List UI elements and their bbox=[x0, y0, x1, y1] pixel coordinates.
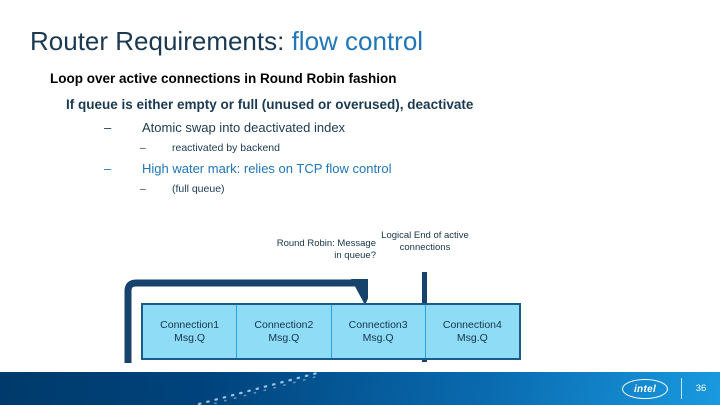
page-title-accent: flow control bbox=[291, 26, 424, 56]
bullet-item-high-water-mark: – High water mark: relies on TCP flow co… bbox=[44, 161, 684, 177]
bullet-item-label: High water mark: relies on TCP flow cont… bbox=[142, 161, 392, 176]
bullet-level1: Loop over active connections in Round Ro… bbox=[50, 71, 397, 86]
slide-footer: intel 36 bbox=[0, 372, 720, 405]
dash-marker-icon: – bbox=[104, 120, 112, 135]
connection-queue: Msg.Q bbox=[456, 331, 488, 344]
bullet-item-full-queue: – (full queue) bbox=[44, 182, 684, 196]
bullet-item-atomic-swap: – Atomic swap into deactivated index bbox=[44, 120, 684, 136]
connection-name: Connection2 bbox=[254, 318, 314, 331]
bullet-item-label: (full queue) bbox=[172, 183, 225, 195]
footer-dot-pattern-icon bbox=[197, 372, 323, 405]
connection-name: Connection4 bbox=[442, 318, 502, 331]
page-title-main: Router Requirements bbox=[30, 26, 278, 56]
dash-marker-icon: – bbox=[140, 183, 146, 195]
dash-marker-icon: – bbox=[140, 142, 146, 154]
connection-box-1[interactable]: Connection1 Msg.Q bbox=[143, 305, 238, 358]
connection-queue: Msg.Q bbox=[362, 331, 394, 344]
connection-box-2[interactable]: Connection2 Msg.Q bbox=[237, 305, 332, 358]
round-robin-arrow-icon bbox=[122, 279, 368, 363]
connection-queue: Msg.Q bbox=[268, 331, 300, 344]
bullet-item-label: Atomic swap into deactivated index bbox=[142, 120, 346, 135]
page-title: Router Requirements: flow control bbox=[30, 26, 690, 62]
bullet-level2: If queue is either empty or full (unused… bbox=[66, 97, 474, 112]
intel-logo: intel bbox=[622, 379, 668, 399]
logical-end-label: Logical End of active connections bbox=[381, 230, 469, 253]
connection-name: Connection1 bbox=[160, 318, 220, 331]
bullet-list: Loop over active connections in Round Ro… bbox=[44, 70, 684, 202]
bullet-item-label: reactivated by backend bbox=[172, 142, 280, 154]
connection-name: Connection3 bbox=[348, 318, 408, 331]
connection-box-4[interactable]: Connection4 Msg.Q bbox=[425, 305, 519, 358]
connection-queue-row: Connection1 Msg.Q Connection2 Msg.Q Conn… bbox=[141, 303, 521, 360]
intel-logo-text: intel bbox=[633, 383, 657, 395]
slide-number: 36 bbox=[695, 383, 707, 394]
page-title-separator: : bbox=[277, 26, 292, 56]
connection-box-3[interactable]: Connection3 Msg.Q bbox=[331, 305, 426, 358]
connection-queue: Msg.Q bbox=[174, 331, 206, 344]
footer-divider bbox=[681, 378, 682, 399]
bullet-item-reactivated-by-backend: – reactivated by backend bbox=[44, 141, 684, 155]
dash-marker-icon: – bbox=[104, 161, 112, 176]
round-robin-label: Round Robin: Message in queue? bbox=[276, 238, 376, 261]
